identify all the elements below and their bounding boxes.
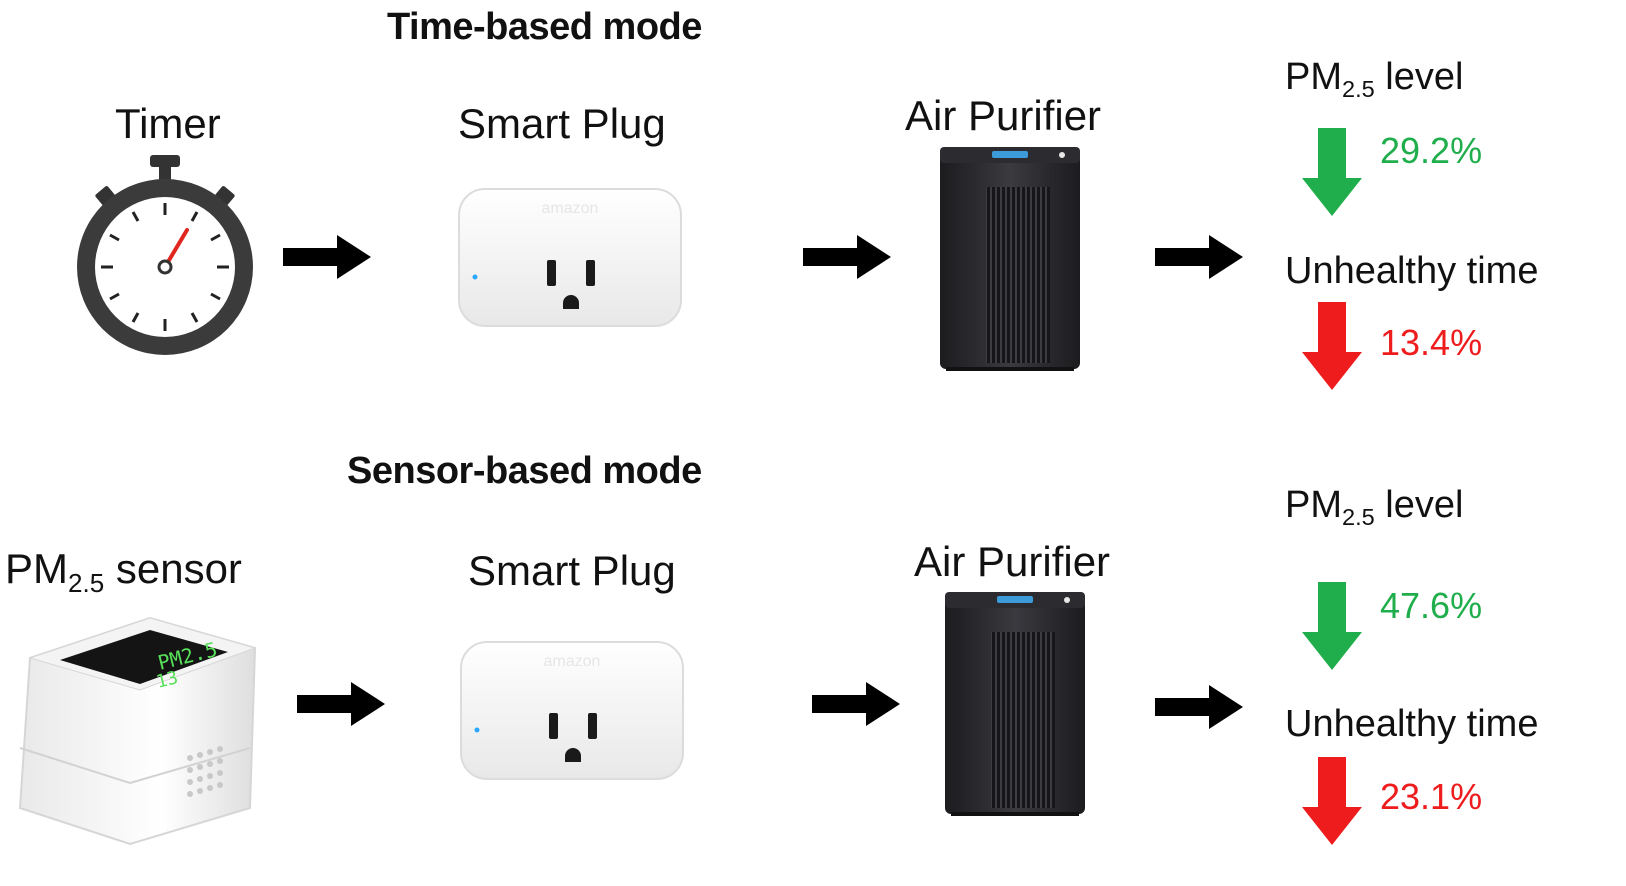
pm25-sensor-label: PM2.5 sensor: [5, 545, 242, 599]
arrow-right-icon: [1155, 235, 1243, 279]
smart-plug-label: Smart Plug: [458, 100, 666, 147]
arrow-down-icon: [1302, 128, 1362, 216]
pm25-reduction-value-bottom: 47.6%: [1380, 585, 1483, 626]
arrow-right-icon: [812, 682, 900, 726]
plug-brand-text: amazon: [544, 653, 601, 670]
arrow-right-icon: [283, 235, 371, 279]
unhealthy-time-label: Unhealthy time: [1285, 250, 1539, 292]
arrow-down-icon: [1302, 302, 1362, 390]
arrow-down-icon: [1302, 582, 1362, 670]
smart-plug-icon: amazon: [458, 188, 682, 327]
sensor-reading-text: 13: [154, 667, 180, 693]
stopwatch-icon: [77, 155, 253, 355]
air-purifier-label-bottom: Air Purifier: [914, 538, 1111, 585]
unhealthy-time-reduction-value: 13.4%: [1380, 322, 1483, 363]
pm-sensor-icon: PM2.5 13: [18, 616, 257, 846]
air-purifier-icon: [945, 592, 1085, 816]
arrow-down-icon: [1302, 757, 1362, 845]
arrow-right-icon: [1155, 685, 1243, 729]
air-purifier-label: Air Purifier: [905, 92, 1102, 139]
pm25-level-label-bottom: PM2.5 level: [1285, 484, 1464, 531]
unhealthy-time-reduction-value-bottom: 23.1%: [1380, 776, 1483, 817]
sensor-based-mode-title: Sensor-based mode: [347, 450, 702, 492]
plug-brand-text: amazon: [542, 200, 599, 217]
arrow-right-icon: [297, 682, 385, 726]
pm25-level-label: PM2.5 level: [1285, 56, 1464, 103]
unhealthy-time-label-bottom: Unhealthy time: [1285, 703, 1539, 745]
arrow-right-icon: [803, 235, 891, 279]
air-purifier-icon: [940, 147, 1080, 371]
time-based-mode-title: Time-based mode: [387, 6, 702, 48]
timer-label: Timer: [115, 100, 221, 147]
smart-plug-icon: amazon: [460, 641, 684, 780]
pm25-reduction-value: 29.2%: [1380, 130, 1483, 171]
smart-plug-label-bottom: Smart Plug: [468, 547, 676, 594]
